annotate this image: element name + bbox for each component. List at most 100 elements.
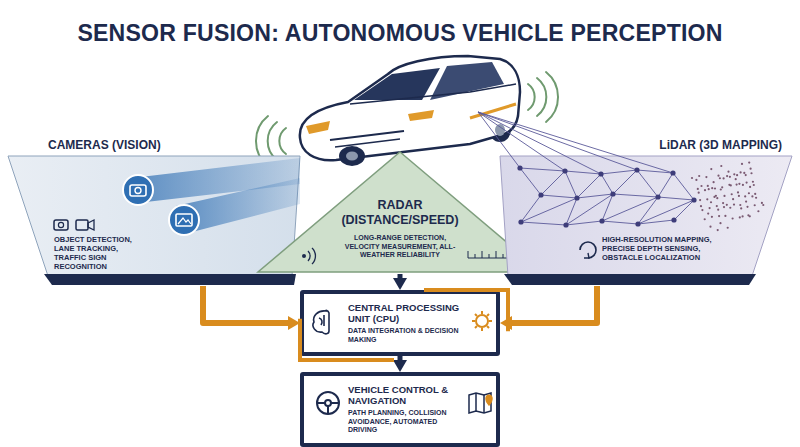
point-cloud [724, 215, 726, 217]
point-cloud [700, 205, 702, 207]
lidar-ray [601, 170, 637, 174]
decor-path [178, 218, 191, 224]
node-body: DATA INTEGRATION & DECISION MAKING [348, 327, 468, 344]
decor-path [408, 110, 434, 121]
point-cloud [745, 174, 747, 176]
decor-path [470, 104, 516, 118]
point-cloud [728, 184, 730, 186]
point-cloud [697, 188, 699, 190]
point-cloud [748, 192, 750, 194]
node-body: LONG-RANGE DETECTION, VELOCITY MEASUREME… [344, 234, 456, 260]
point-cloud [742, 184, 744, 186]
decor-path [300, 56, 520, 160]
decor-g [691, 162, 765, 232]
lidar-ray [478, 112, 673, 173]
lidar-point [538, 192, 543, 197]
decor-rect [176, 214, 192, 226]
point-cloud [755, 197, 757, 199]
decor-ellipse [346, 152, 358, 161]
decor-path [306, 121, 330, 134]
decor-g [313, 310, 329, 333]
point-cloud [742, 215, 744, 217]
point-cloud [749, 186, 751, 188]
point-cloud [704, 189, 706, 191]
lidar-ray [478, 112, 601, 174]
point-cloud [709, 207, 711, 209]
point-cloud [719, 177, 721, 179]
point-cloud [708, 188, 710, 190]
decor-path [279, 128, 286, 154]
point-cloud [713, 196, 715, 198]
point-cloud [722, 202, 724, 204]
point-cloud [751, 195, 753, 197]
point-cloud [739, 216, 741, 218]
lidar-ray [613, 194, 658, 197]
node-heading: VEHICLE CONTROL & NAVIGATION [348, 384, 468, 406]
lidar-ray [566, 194, 613, 225]
decor-path [476, 393, 484, 413]
decor-path [319, 315, 324, 326]
point-cloud [754, 204, 756, 206]
point-cloud [733, 203, 735, 205]
point-cloud [743, 172, 745, 174]
flow-arrow [398, 356, 403, 360]
process-box: VEHICLE CONTROL & NAVIGATIONPATH PLANNIN… [300, 372, 500, 447]
decor-path [88, 220, 94, 230]
point-cloud [762, 204, 764, 206]
point-cloud [737, 191, 739, 193]
diagram-title: SENSOR FUSION: AUTONOMOUS VEHICLE PERCEP… [0, 20, 800, 47]
point-cloud [727, 227, 729, 229]
point-cloud [731, 193, 733, 195]
point-cloud [736, 174, 738, 176]
decor-path [469, 393, 491, 413]
decor-g [317, 392, 339, 414]
decor-circle [123, 175, 153, 205]
point-cloud [741, 163, 743, 165]
point-cloud [709, 226, 711, 228]
decor-path [268, 122, 277, 160]
decor-polygon [500, 156, 792, 276]
point-cloud [710, 168, 712, 170]
decor-path [335, 139, 400, 147]
lidar-ray [638, 200, 694, 224]
decor-path [300, 319, 394, 360]
lidar-ray [658, 197, 694, 200]
lidar-ray [637, 170, 658, 197]
lidar-ray [565, 171, 577, 198]
lidar-point [574, 195, 579, 200]
lidar-ray [541, 195, 577, 198]
lidar-ray [521, 198, 577, 222]
point-cloud [726, 175, 728, 177]
point-cloud [695, 179, 697, 181]
point-cloud [727, 171, 729, 173]
point-cloud [716, 197, 718, 199]
lidar-point [598, 171, 603, 176]
decor-circle [135, 188, 141, 194]
lidar-point [671, 217, 676, 222]
point-cloud [754, 193, 756, 195]
point-cloud [736, 183, 738, 185]
decor-path [546, 72, 558, 122]
point-cloud [729, 207, 731, 209]
point-cloud [723, 177, 725, 179]
point-cloud [740, 207, 742, 209]
point-cloud [748, 162, 750, 164]
point-cloud [717, 229, 719, 231]
decor-path [317, 403, 339, 414]
lidar-ray [520, 168, 565, 171]
point-cloud [716, 205, 718, 207]
point-cloud [750, 168, 752, 170]
point-cloud [750, 172, 752, 174]
lidar-point [634, 167, 639, 172]
point-cloud [753, 184, 755, 186]
decor-path [468, 251, 469, 258]
point-cloud [739, 204, 741, 206]
decor-path [580, 242, 596, 258]
decor-path [472, 311, 492, 331]
point-cloud [761, 202, 763, 204]
point-cloud [746, 181, 748, 183]
process-box: CENTRAL PROCESSING UNIT (CPU)DATA INTEGR… [300, 290, 500, 356]
point-cloud [744, 195, 746, 197]
lidar-ray [601, 174, 613, 194]
